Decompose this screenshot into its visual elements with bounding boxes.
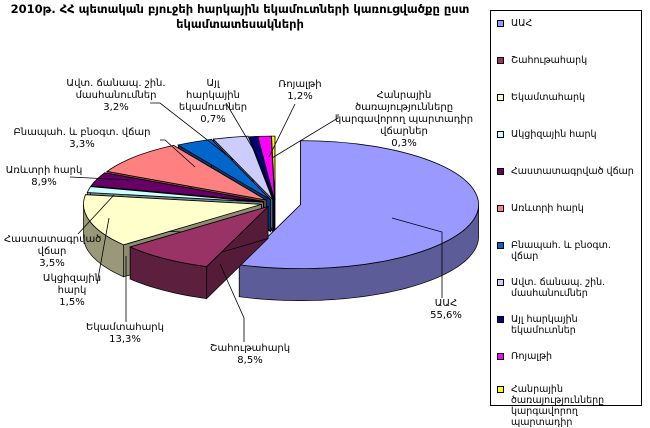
leader-line-1 xyxy=(219,263,245,342)
legend-label-3: Ակցիզային հարկ xyxy=(511,129,597,140)
legend-swatch-3 xyxy=(497,131,504,138)
legend-swatch-5 xyxy=(497,205,504,212)
legend-swatch-4 xyxy=(497,168,504,175)
leader-line-6 xyxy=(160,139,196,168)
legend-swatch-0 xyxy=(497,20,504,27)
leader-line-5 xyxy=(69,176,131,181)
chart-title: 2010թ. ՀՀ պետական բյուջեի հարկային եկամո… xyxy=(10,2,470,31)
legend-label-2: Եկամտահարկ xyxy=(511,92,586,103)
slice-label-vat: ԱԱՀ 55,6% xyxy=(430,298,462,321)
legend-label-8: Այլ հարկային եկամուտներ xyxy=(511,314,578,336)
leader-line-10 xyxy=(271,114,339,159)
pie-chart xyxy=(69,102,479,342)
legend-swatch-1 xyxy=(497,57,504,64)
leader-line-4 xyxy=(77,194,115,235)
slice-label-income-tax: Եկամտահարկ 13,3% xyxy=(86,322,164,345)
legend-swatch-6 xyxy=(497,242,504,249)
slice-label-road-deductions: Ավտ. ճանապ. շին. մասհանումներ 3,2% xyxy=(66,78,166,113)
legend-swatch-7 xyxy=(497,279,504,286)
legend-label-5: Առևտրի հարկ xyxy=(511,203,584,214)
legend-label-9: Ռոյալթի xyxy=(511,351,552,362)
legend-label-7: Ավտ. ճանապ. շին. մասհանումներ xyxy=(511,277,606,299)
legend-label-1: Շահութահարկ xyxy=(511,55,588,66)
legend-label-6: Բնապահ. և բնօգտ. վճար xyxy=(511,240,611,262)
leader-line-7 xyxy=(150,102,234,161)
legend-swatch-2 xyxy=(497,94,504,101)
legend-swatch-8 xyxy=(497,316,504,323)
slice-label-other-tax-revenue: Այլ հարկային եկամուտներ 0,7% xyxy=(178,78,248,125)
legend-label-0: ԱԱՀ xyxy=(511,18,533,29)
legend-swatch-9 xyxy=(497,353,504,360)
slice-label-royalty: Ռոյալթի 1,2% xyxy=(278,79,322,102)
slice-label-trade-tax: Առևտրի հարկ 8,9% xyxy=(5,165,83,188)
leader-line-3 xyxy=(96,217,110,285)
slice-label-excise-tax: Ակցիզային հարկ 1,5% xyxy=(42,273,102,308)
slice-label-public-services-fees: Հանրային ծառայությունները կարգավորող պար… xyxy=(334,90,474,149)
legend-label-10: Հանրային ծառայությունները կարգավորող պար… xyxy=(511,384,605,428)
leader-line-9 xyxy=(268,103,296,158)
leader-line-0 xyxy=(391,217,443,298)
pie-slice-1 xyxy=(129,205,269,300)
slice-label-fixed-payment: Հաստատագրված վճար 3,5% xyxy=(4,234,102,269)
legend-label-4: Հաստատագրված վճար xyxy=(511,166,634,177)
legend-swatch-10 xyxy=(497,386,504,393)
leader-line-8 xyxy=(225,102,259,158)
pie-slice-0 xyxy=(238,140,479,301)
chart-frame: 2010թ. ՀՀ պետական բյուջեի հարկային եկամո… xyxy=(4,2,642,428)
slice-label-environment-fee: Բնապահ. և բնօգտ. վճար 3,3% xyxy=(13,127,151,150)
slice-label-profit-tax: Շահութահարկ 8,5% xyxy=(209,343,291,366)
